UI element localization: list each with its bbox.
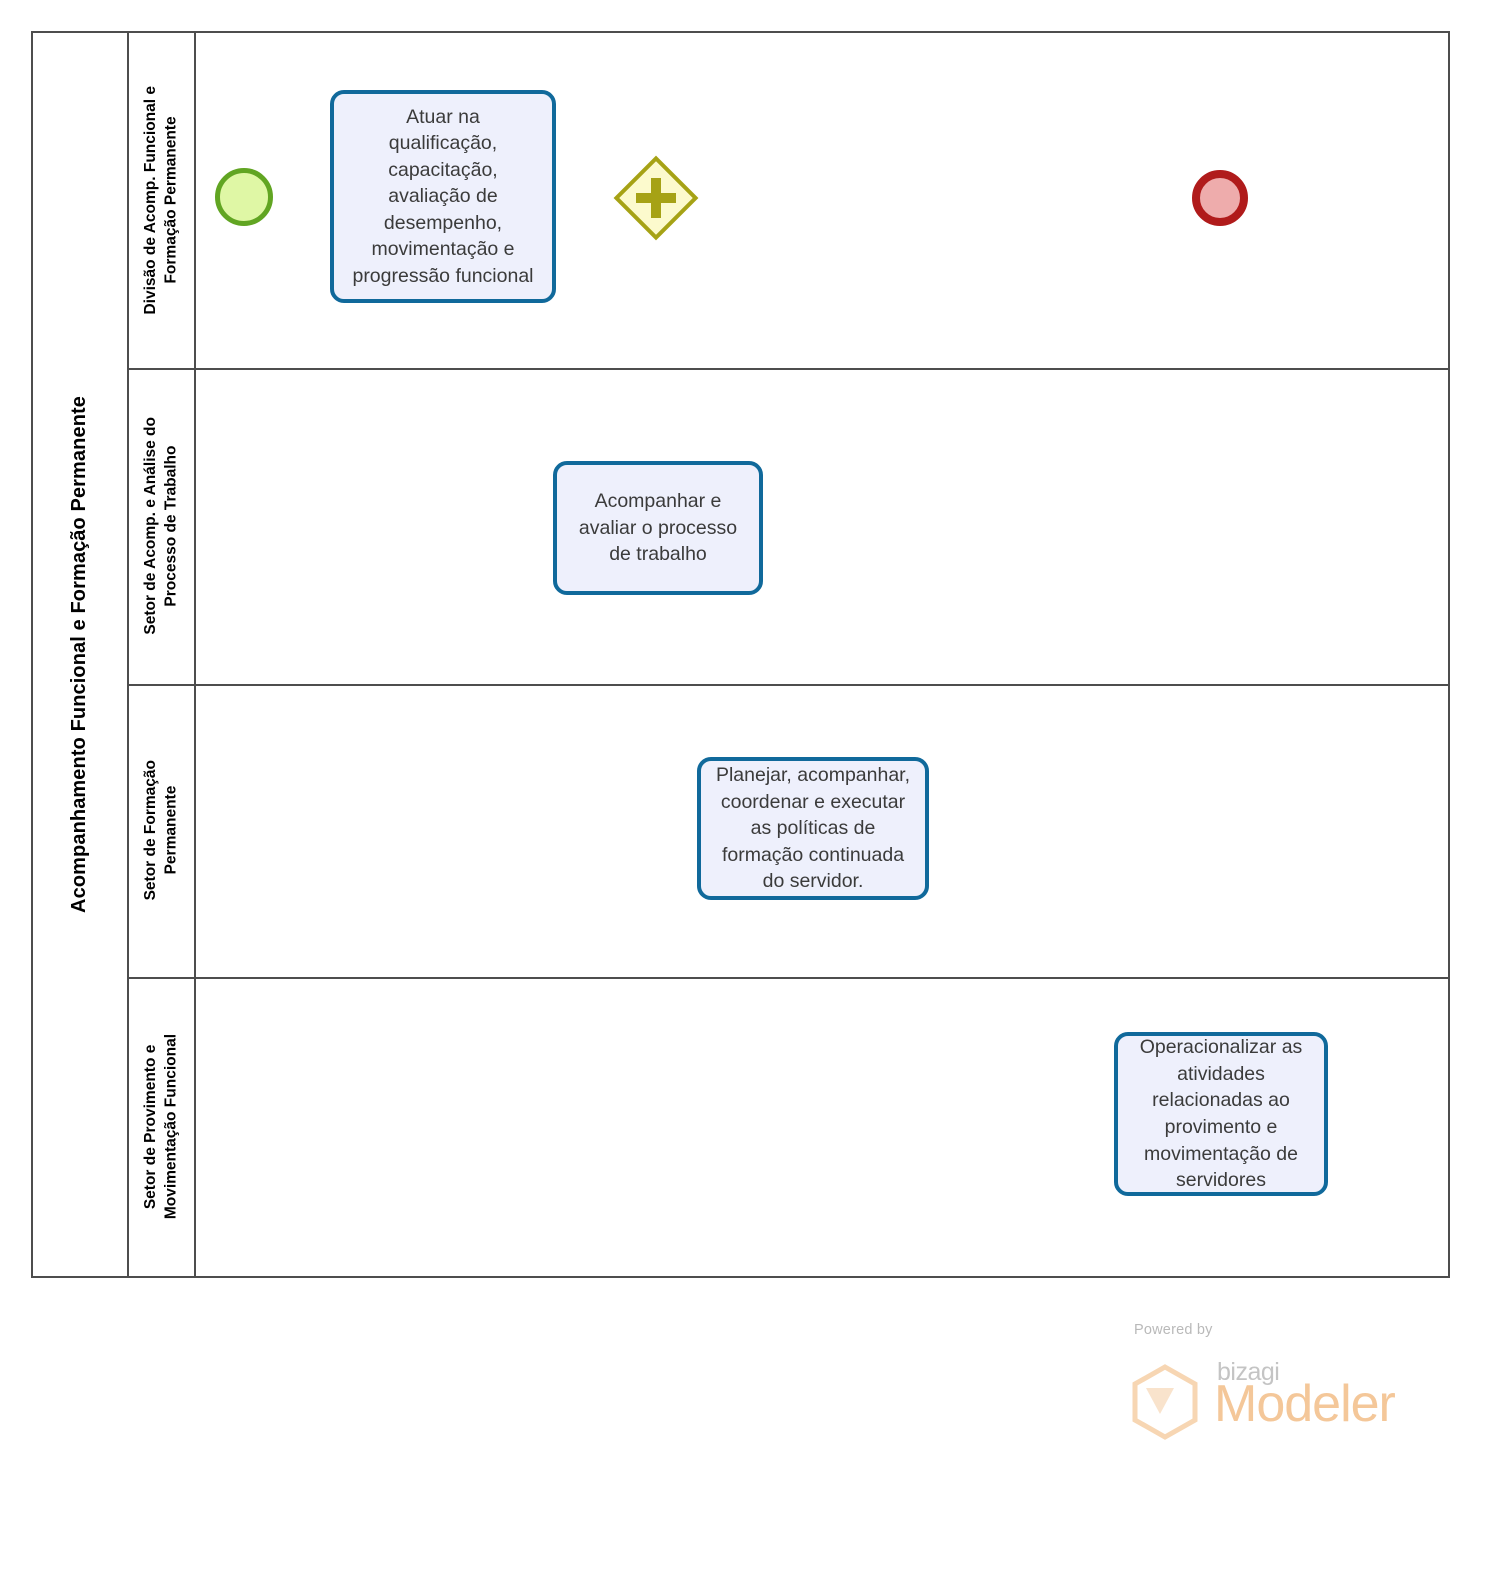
lane-2: Setor de Acomp. e Análise do Processo de…	[129, 368, 1448, 684]
lane-4: Setor de Provimento e Movimentação Funci…	[129, 977, 1448, 1276]
lane-2-title: Setor de Acomp. e Análise do Processo de…	[129, 368, 196, 684]
bizagi-logo: Powered by bizagi Modeler	[1126, 1322, 1396, 1442]
start-event[interactable]	[215, 168, 273, 226]
powered-by-label: Powered by	[1134, 1322, 1213, 1338]
lane-4-label: Setor de Provimento e Movimentação Funci…	[142, 1033, 180, 1220]
bizagi-hexagon-icon	[1132, 1364, 1198, 1440]
lane-3: Setor de Formação Permanente	[129, 684, 1448, 977]
gateway-plus-icon-h	[636, 193, 676, 203]
task-acompanhar[interactable]: Acompanhar e avaliar o processo de traba…	[553, 461, 763, 595]
pool-title: Acompanhamento Funcional e Formação Perm…	[31, 31, 129, 1278]
lane-1-title: Divisão de Acomp. Funcional e Formação P…	[129, 33, 196, 368]
task-atuar[interactable]: Atuar na qualificação, capacitação, aval…	[330, 90, 556, 303]
lane-divider-2	[129, 684, 1448, 686]
lane-1-label: Divisão de Acomp. Funcional e Formação P…	[142, 86, 180, 315]
lane-3-label: Setor de Formação Permanente	[142, 760, 180, 901]
bizagi-wordmark: bizagi	[1217, 1358, 1280, 1386]
modeler-wordmark: Modeler	[1214, 1375, 1396, 1433]
end-event[interactable]	[1192, 170, 1248, 226]
lane-divider-3	[129, 977, 1448, 979]
pool-title-label: Acompanhamento Funcional e Formação Perm…	[67, 396, 90, 913]
lane-4-title: Setor de Provimento e Movimentação Funci…	[129, 977, 196, 1276]
lane-1: Divisão de Acomp. Funcional e Formação P…	[129, 33, 1448, 368]
lane-3-title: Setor de Formação Permanente	[129, 684, 196, 977]
task-planejar[interactable]: Planejar, acompanhar, coordenar e execut…	[697, 757, 929, 900]
lane-divider-1	[129, 368, 1448, 370]
lane-2-label: Setor de Acomp. e Análise do Processo de…	[142, 417, 180, 635]
parallel-gateway[interactable]	[613, 155, 699, 241]
task-operacionalizar[interactable]: Operacionalizar as atividades relacionad…	[1114, 1032, 1328, 1196]
